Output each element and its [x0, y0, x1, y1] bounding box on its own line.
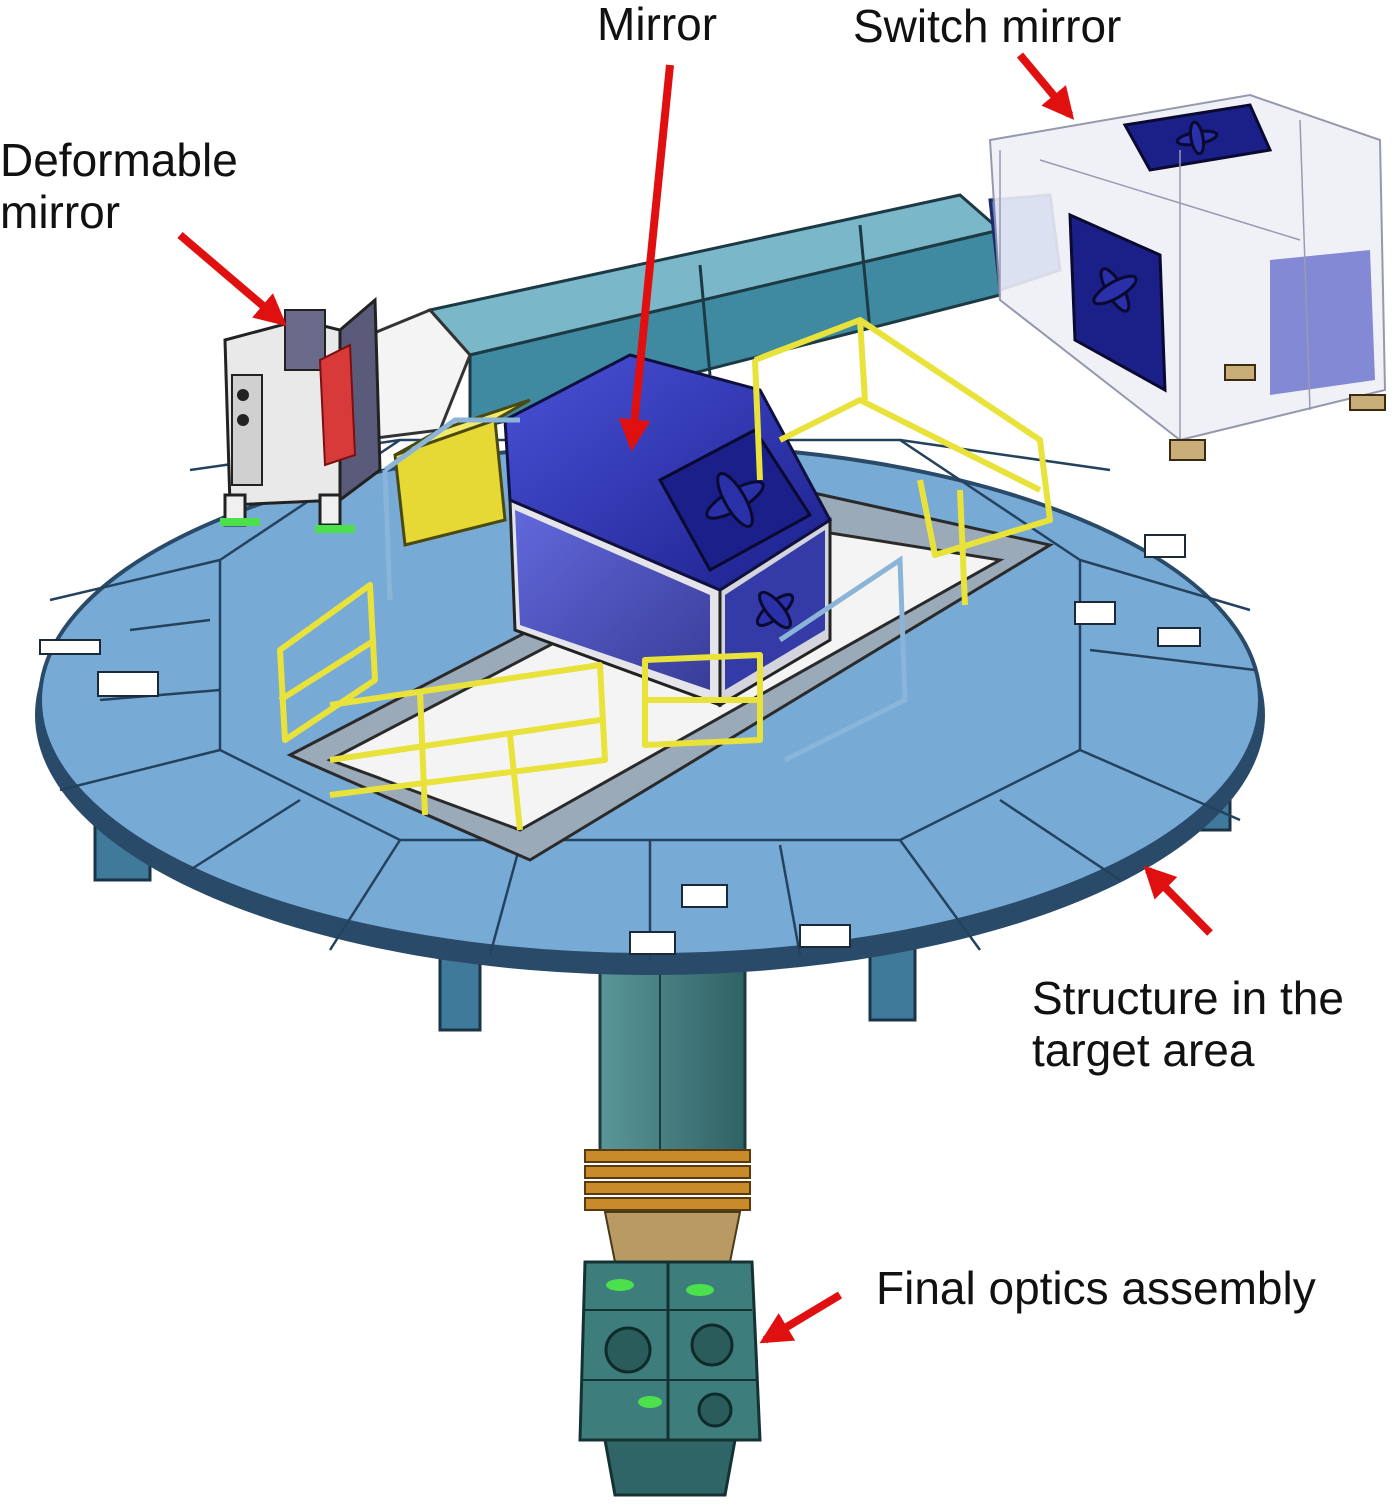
bellows-rings	[584, 1149, 751, 1211]
structure-label-line1: Structure in the	[1032, 972, 1344, 1024]
deformable-mirror-unit	[220, 296, 382, 533]
safety-railings	[277, 317, 1053, 831]
mirror-label: Mirror	[597, 0, 717, 50]
side-cross-icon	[755, 590, 795, 630]
final-optics-assembly-label: Final optics assembly	[876, 1262, 1316, 1314]
final-optics-label-text: Final optics assembly	[876, 1262, 1316, 1314]
mirror-label-text: Mirror	[597, 0, 718, 50]
mirror-cross-icon	[705, 472, 765, 528]
switch-mirror-label-text: Switch mirror	[853, 0, 1122, 52]
switch-mirror-enclosure	[988, 93, 1387, 461]
structure-label-line2: target area	[1032, 1024, 1255, 1076]
mirror-enclosure	[503, 353, 832, 708]
light-blue-railings	[382, 417, 908, 763]
final-optics-column	[578, 958, 762, 1497]
deformable-mirror-arrow	[177, 231, 287, 327]
final-optics-housing	[578, 1260, 762, 1497]
final-optics-arrow	[759, 1291, 843, 1344]
annotation-arrows	[177, 52, 1213, 1344]
deformable-mirror-label-line1: Deformable	[0, 134, 238, 186]
structure-target-area-label: Structure in the target area	[1032, 972, 1344, 1076]
deformable-mirror-label: Deformable mirror	[0, 134, 238, 238]
deformable-mirror-label-line2: mirror	[0, 186, 121, 238]
structure-arrow	[1143, 865, 1213, 936]
switch-mirror-arrow	[1016, 52, 1075, 120]
mirror-arrow	[618, 64, 674, 452]
switch-mirror-label: Switch mirror	[853, 0, 1121, 52]
